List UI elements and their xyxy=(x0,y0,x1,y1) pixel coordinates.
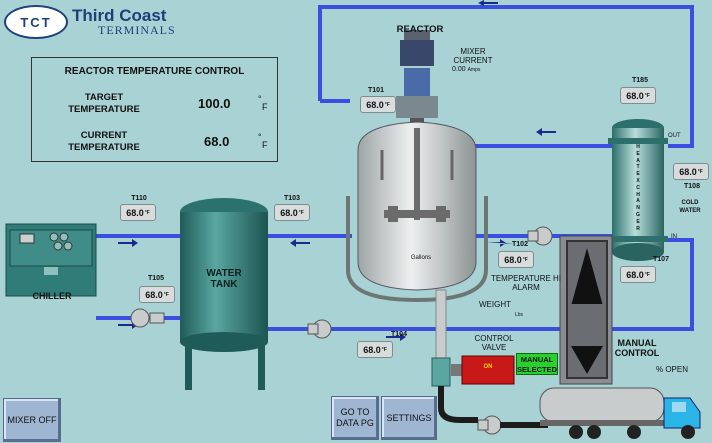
gallons-label: Gallons xyxy=(410,255,432,261)
heat-exchanger-letter: T xyxy=(636,164,640,171)
heat-exchanger-letter: C xyxy=(636,184,640,191)
pipe-top-loop xyxy=(318,5,694,148)
valve-status-indicator[interactable]: ON xyxy=(483,364,493,370)
weight-label: WEIGHT xyxy=(479,300,511,309)
panel-title: REACTOR TEMPERATURE CONTROL xyxy=(64,66,245,77)
heat-exchanger-vessel xyxy=(608,119,668,261)
settings-button[interactable]: SETTINGS xyxy=(381,396,437,440)
temperature-control-panel: REACTOR TEMPERATURE CONTROL TARGET TEMPE… xyxy=(31,57,278,162)
flow-arrows xyxy=(118,0,556,341)
chiller-label: CHILLER xyxy=(32,291,72,301)
current-temp-unit: F xyxy=(262,140,268,150)
water-tank-label: WATER TANK xyxy=(206,268,242,290)
temperature-hi-alarm: TEMPERATURE HI ALARM xyxy=(490,274,562,292)
heat-exchanger-letter: H xyxy=(636,144,640,150)
sensor-value-t105: 68.0°F xyxy=(139,286,175,303)
target-temp-label: TARGET TEMPERATURE xyxy=(68,92,140,115)
current-temp-label: CURRENT TEMPERATURE xyxy=(68,130,140,153)
sensor-tag-t107: T107 xyxy=(653,256,669,263)
sensor-tag-t110: T110 xyxy=(131,195,147,202)
heat-exchanger-letter: A xyxy=(636,198,640,205)
brand-subtitle: TERMINALS xyxy=(98,23,176,37)
cold-water-label: COLD WATER xyxy=(679,200,701,214)
hx-out-label: OUT xyxy=(668,133,681,139)
sensor-tag-t102: T102 xyxy=(512,241,528,248)
sensor-tag-t104: T104 xyxy=(391,331,407,338)
pipe-return xyxy=(268,238,694,331)
weight-unit: Lbs xyxy=(514,312,524,318)
heat-exchanger-letter: E xyxy=(636,150,640,157)
reactor-vessel xyxy=(346,30,488,359)
heat-exchanger-letter: E xyxy=(636,218,640,225)
sensor-tag-t105: T105 xyxy=(148,275,164,282)
target-temp-value[interactable]: 100.0 xyxy=(198,96,231,111)
arrow-down-icon xyxy=(571,346,603,374)
sensor-value-t108: 68.0°F xyxy=(673,163,709,180)
sensor-tag-t103: T103 xyxy=(284,195,300,202)
go-to-data-page-button[interactable]: GO TO DATA PG xyxy=(331,396,379,440)
mixer-current-unit: Amps xyxy=(467,67,481,73)
sensor-value-t101: 68.0°F xyxy=(360,96,396,113)
brand-logo: TCT xyxy=(4,5,68,39)
mixer-current-label: MIXER CURRENT xyxy=(453,47,493,65)
heat-exchanger-letter: R xyxy=(636,225,640,232)
heat-exchanger-letter: E xyxy=(636,171,640,178)
heat-exchanger-letter: A xyxy=(636,157,640,164)
sensor-value-t102: 68.0°F xyxy=(498,251,534,268)
chiller-unit xyxy=(5,223,97,297)
sensor-value-t107: 68.0°F xyxy=(620,266,656,283)
brand-header: TCT Third Coast TERMINALS xyxy=(4,5,176,39)
mixer-off-button[interactable]: MIXER OFF xyxy=(3,398,61,442)
percent-open-label: % OPEN xyxy=(655,365,688,374)
hx-in-label: IN xyxy=(671,234,677,240)
sensor-value-t104: 68.0°F xyxy=(357,341,393,358)
heat-exchanger-letter: N xyxy=(636,205,640,212)
control-valve-label: CONTROL VALVE xyxy=(474,334,514,352)
sensor-value-t185: 68.0°F xyxy=(620,87,656,104)
brand-name: Third Coast xyxy=(72,6,167,25)
arrow-up-icon xyxy=(571,248,603,306)
heat-exchanger-letter: H xyxy=(636,191,640,198)
mixer-current-value: 0.00 xyxy=(452,66,466,73)
sensor-tag-t185: T185 xyxy=(632,77,648,84)
sensor-value-t110: 68.0°F xyxy=(120,204,156,221)
manual-down-button[interactable] xyxy=(566,304,608,379)
sensor-tag-t101: T101 xyxy=(368,87,384,94)
manual-control-label: MANUAL CONTROL xyxy=(614,338,660,358)
target-temp-unit: F xyxy=(262,102,268,112)
heat-exchanger-letter: X xyxy=(636,177,640,184)
heat-exchanger-letter: G xyxy=(636,211,640,218)
current-temp-value: 68.0 xyxy=(204,134,230,149)
reactor-title: REACTOR xyxy=(396,24,444,35)
manual-selected-indicator[interactable]: MANUAL SELECTED xyxy=(516,353,558,375)
sensor-tag-t108: T108 xyxy=(684,183,700,190)
water-tank-vessel xyxy=(180,198,268,390)
tanker-truck xyxy=(539,387,701,439)
sensor-value-t103: 68.0°F xyxy=(274,204,310,221)
